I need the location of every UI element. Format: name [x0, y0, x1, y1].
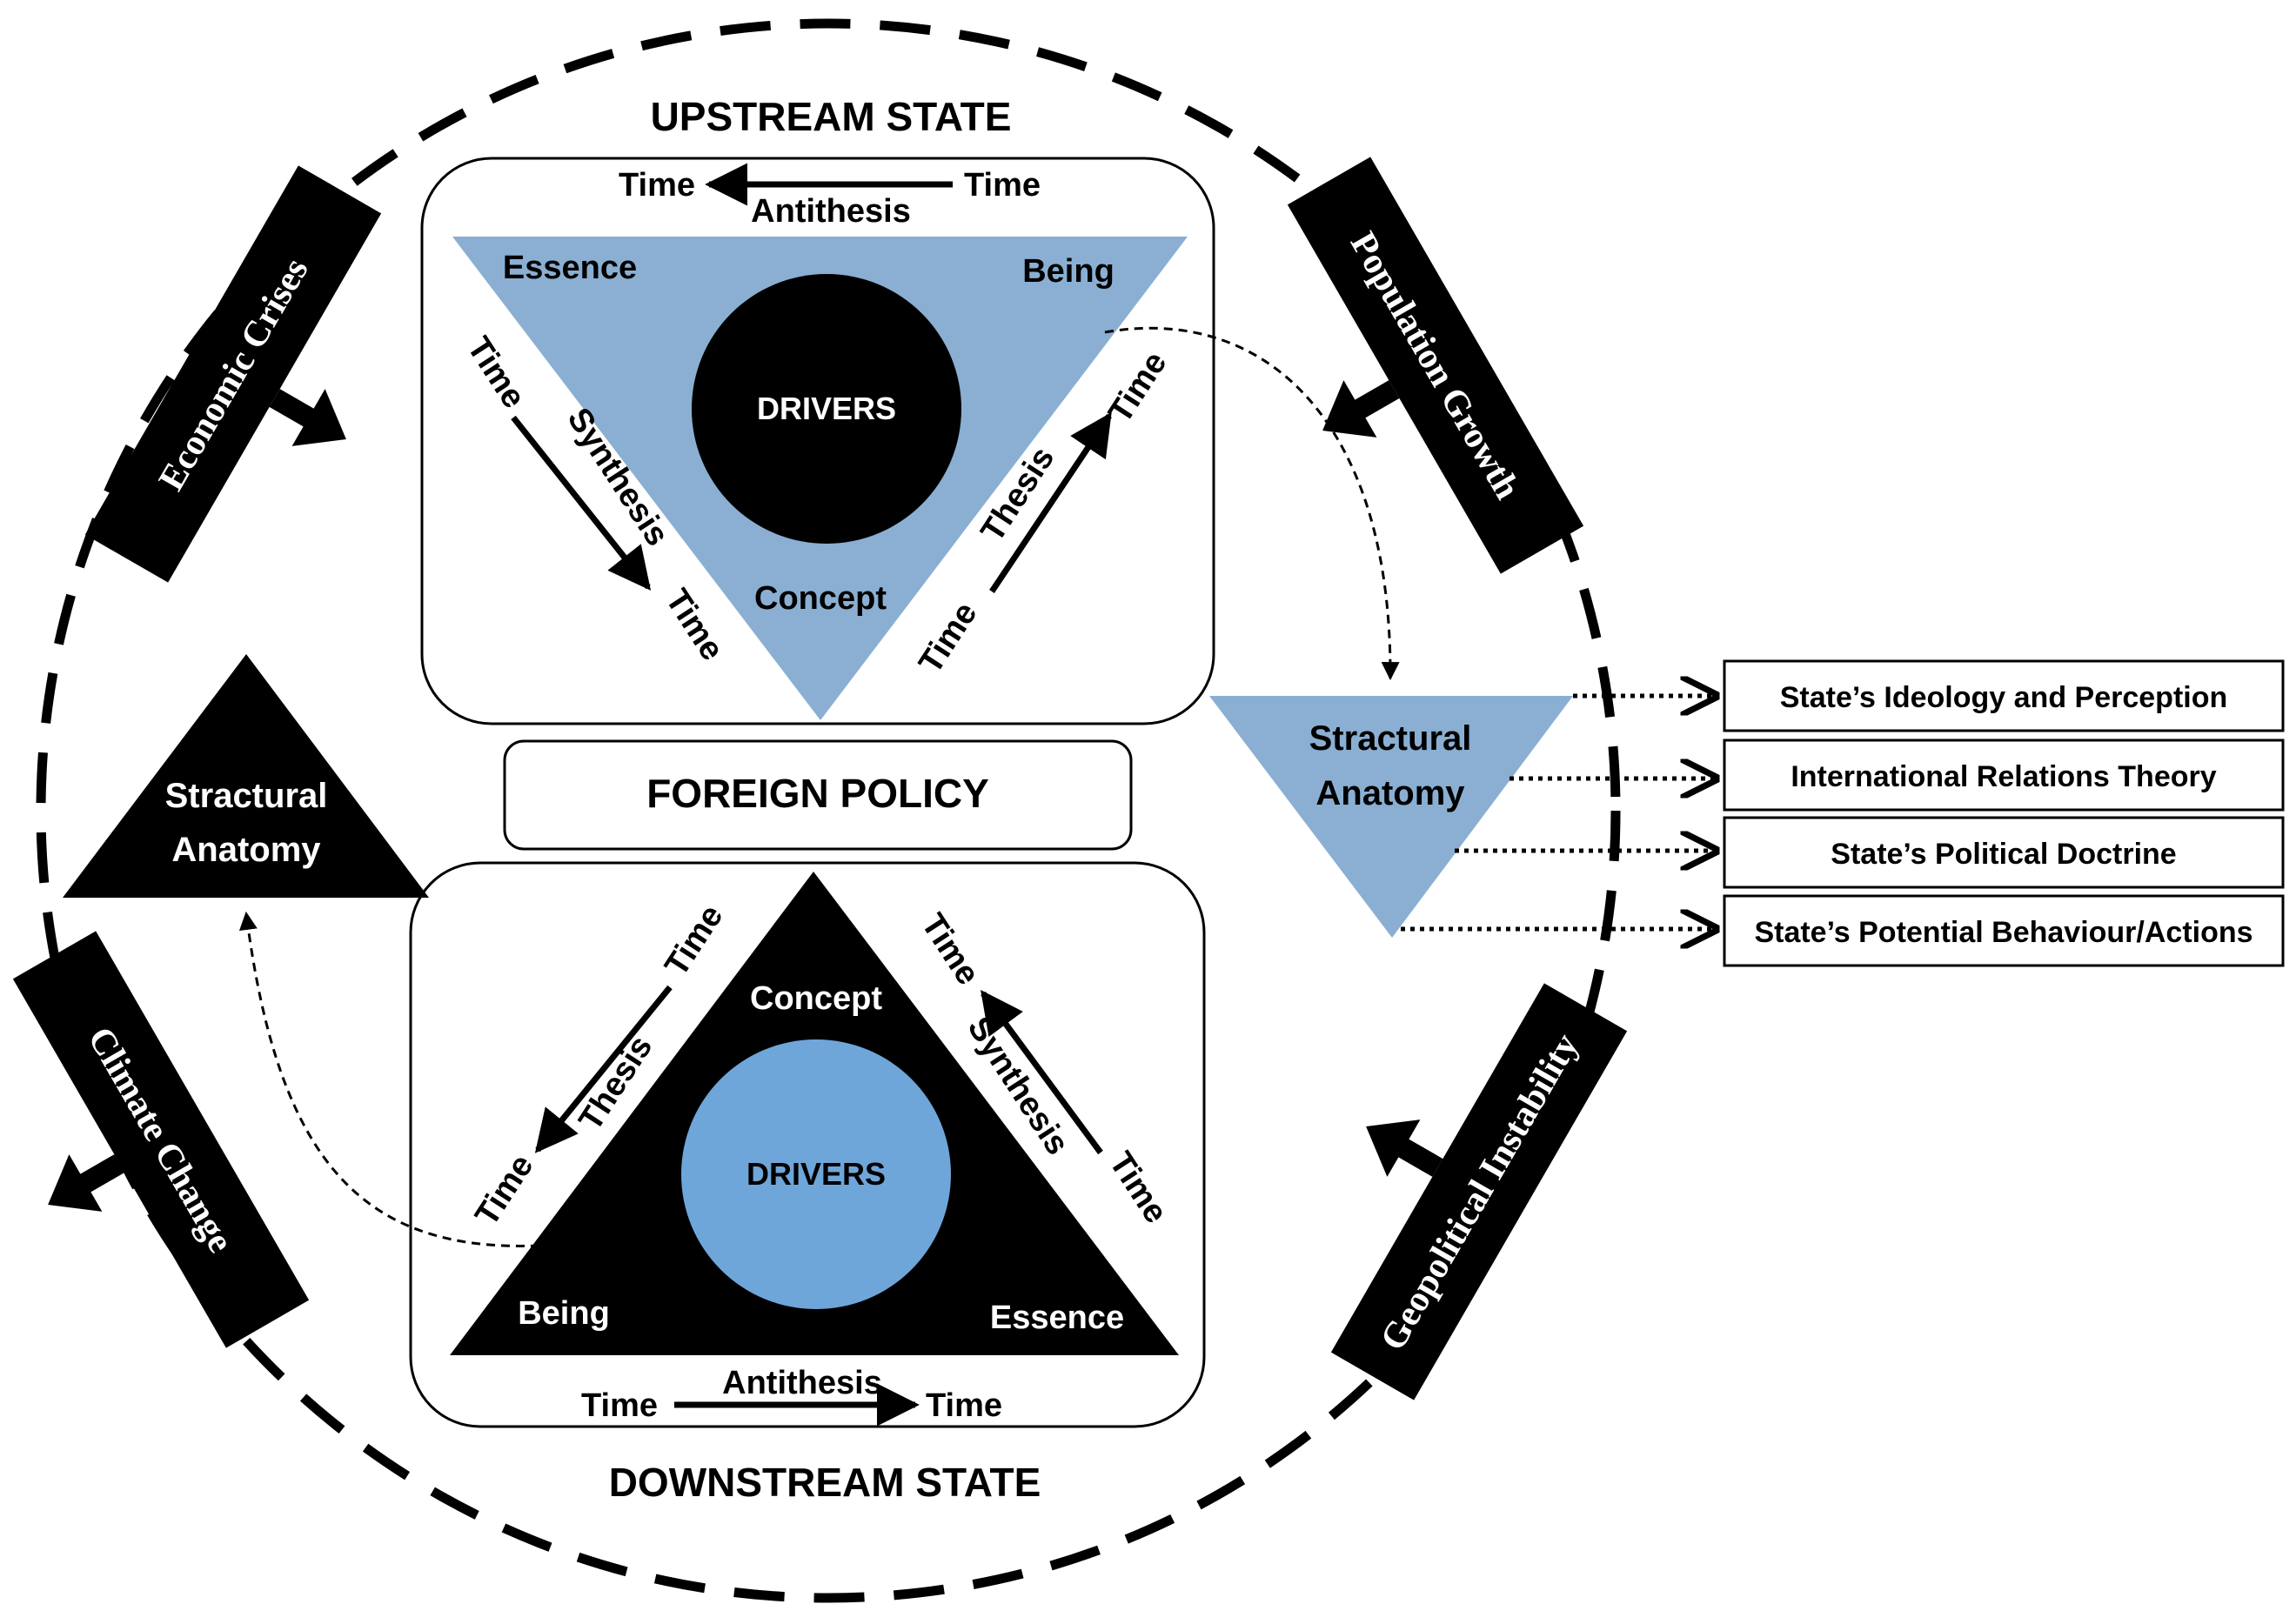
- downstream-drivers-circle: [681, 1039, 951, 1309]
- population-growth-label: Population Growth: [1342, 225, 1528, 505]
- downstream-drivers-label: DRIVERS: [746, 1156, 886, 1192]
- upstream-title: UPSTREAM STATE: [651, 94, 1012, 139]
- upstream-vertex-being: Being: [1022, 253, 1115, 290]
- output-box-doctrine: [1723, 816, 2285, 889]
- upstream-antithesis-time-left: Time: [619, 167, 695, 204]
- output-label-doctrine: State’s Political Doctrine: [1831, 838, 2176, 871]
- upstream-drivers-circle: [692, 274, 961, 544]
- left-anatomy-triangle: [63, 654, 429, 898]
- downstream-vertex-concept: Concept: [750, 980, 882, 1017]
- downstream-vertex-essence: Essence: [990, 1300, 1124, 1336]
- upstream-to-right-anatomy-curve: [1104, 326, 1400, 681]
- downstream-synthesis-arrow: [981, 990, 1103, 1155]
- upstream-vertex-essence: Essence: [503, 250, 637, 286]
- climate-change-banner: Climate Change: [12, 931, 310, 1348]
- right-anatomy-triangle: [1209, 696, 1573, 938]
- upstream-antithesis-label: Antithesis: [751, 193, 911, 230]
- output-box-behaviour: [1723, 894, 2285, 967]
- geopolitical-instability-banner: Geopolitical Instability: [1330, 983, 1628, 1400]
- upstream-synthesis-arrow: [511, 415, 652, 591]
- output-label-behaviour: State’s Potential Behaviour/Actions: [1754, 916, 2252, 949]
- output-label-ideology: State’s Ideology and Perception: [1780, 681, 2228, 714]
- right-anatomy-line2: Anatomy: [1315, 774, 1465, 812]
- upstream-drivers-label: DRIVERS: [757, 391, 896, 426]
- foreign-policy-box: [503, 739, 1133, 851]
- outer-dashed-boundary: [36, 18, 1621, 1603]
- output-label-ir-theory: International Relations Theory: [1791, 760, 2216, 793]
- foreign-policy-label: FOREIGN POLICY: [646, 771, 989, 816]
- downstream-thesis-arrow: [534, 985, 673, 1153]
- downstream-to-left-anatomy-curve: [238, 911, 540, 1247]
- output-box-ideology: [1723, 659, 2285, 732]
- economic-crises-banner: Economic Crises: [84, 165, 382, 583]
- left-anatomy-line1: Stractural: [165, 777, 328, 815]
- upstream-vertex-concept: Concept: [754, 580, 887, 617]
- output-box-ir-theory: [1723, 739, 2285, 812]
- upstream-thesis-arrow: [989, 411, 1112, 593]
- population-growth-banner: Population Growth: [1287, 157, 1584, 574]
- downstream-antithesis-time-left: Time: [581, 1387, 658, 1424]
- downstream-vertex-being: Being: [518, 1295, 610, 1332]
- left-anatomy-line2: Anatomy: [171, 831, 321, 869]
- upstream-antithesis-time-right: Time: [964, 167, 1041, 204]
- downstream-antithesis-label: Antithesis: [722, 1365, 882, 1401]
- downstream-antithesis-time-right: Time: [926, 1387, 1002, 1424]
- right-anatomy-line1: Stractural: [1309, 719, 1472, 758]
- geopolitical-instability-label: Geopolitical Instability: [1373, 1027, 1587, 1358]
- downstream-title: DOWNSTREAM STATE: [609, 1460, 1041, 1505]
